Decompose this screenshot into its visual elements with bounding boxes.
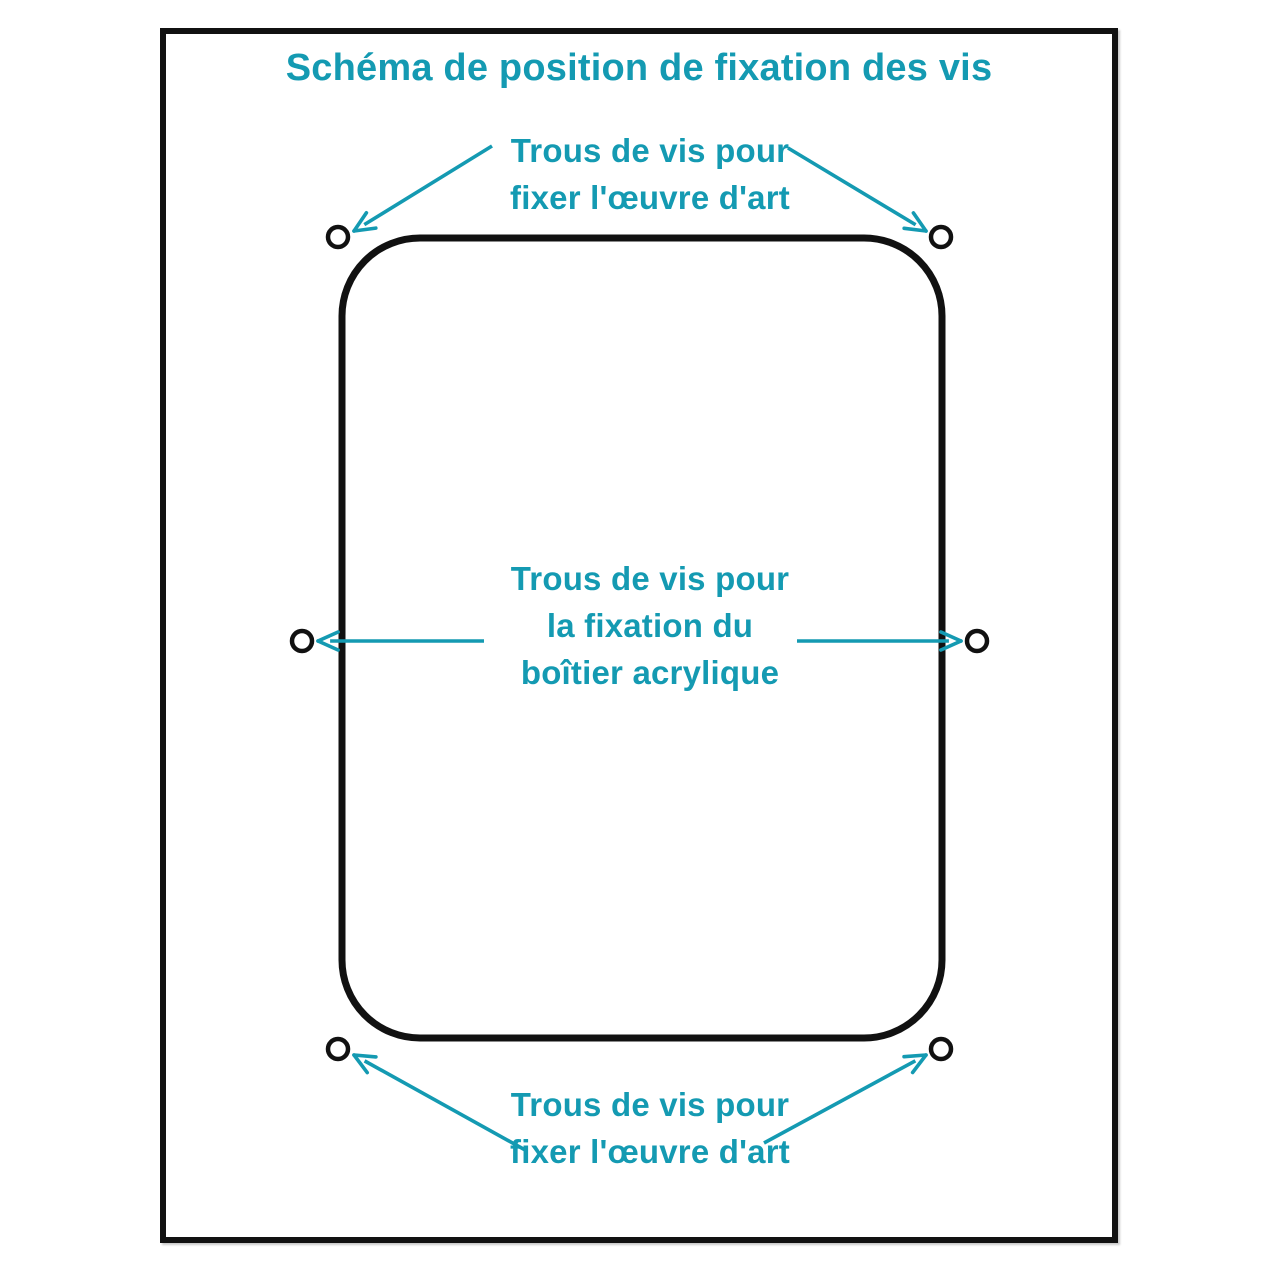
label-center-screw-holes: Trous de vis pour la fixation du boîtier… [510, 560, 790, 691]
page-title: Schéma de position de fixation des vis [285, 47, 993, 89]
label-bottom-screw-holes: Trous de vis pour fixer l'œuvre d'art [510, 1086, 790, 1170]
label-top-screw-holes: Trous de vis pour fixer l'œuvre d'art [510, 132, 790, 216]
